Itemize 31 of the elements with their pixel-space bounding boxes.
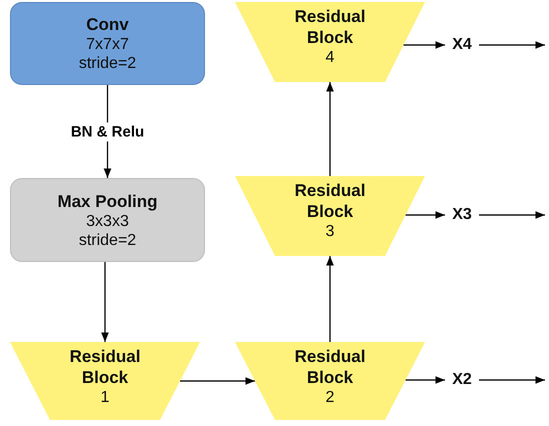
block-title: Residual Block (294, 346, 366, 388)
output-label: X3 (445, 203, 479, 227)
block-detail: 1 (100, 388, 110, 407)
block-trapezoid (235, 342, 425, 420)
arrow (180, 377, 255, 385)
arrow (479, 41, 545, 49)
arrow (479, 211, 545, 219)
output-label: X2 (445, 368, 479, 392)
arrow (406, 211, 445, 219)
process-box (10, 178, 205, 262)
output-label: X4 (445, 33, 479, 57)
arrow (404, 41, 445, 49)
block-detail: 3x3x3 stride=2 (78, 212, 138, 250)
block-detail: 2 (326, 388, 334, 407)
block-title: Conv (86, 14, 129, 35)
block-title: Max Pooling (57, 190, 158, 212)
arrow (479, 376, 545, 384)
block-detail: 3 (326, 222, 334, 241)
block-title: Residual Block (294, 6, 366, 48)
block-title: Residual Block (68, 346, 142, 388)
block-detail: 4 (326, 48, 334, 67)
block-title: Residual Block (294, 180, 366, 222)
arrow (326, 256, 334, 342)
block-trapezoid (10, 342, 200, 420)
arrow (101, 262, 109, 342)
process-box (10, 2, 205, 85)
block-trapezoid (235, 176, 425, 256)
arrow (406, 376, 445, 384)
block-detail: 7x7x7 stride=2 (78, 35, 138, 73)
arrow (326, 82, 334, 176)
block-trapezoid (235, 2, 425, 82)
